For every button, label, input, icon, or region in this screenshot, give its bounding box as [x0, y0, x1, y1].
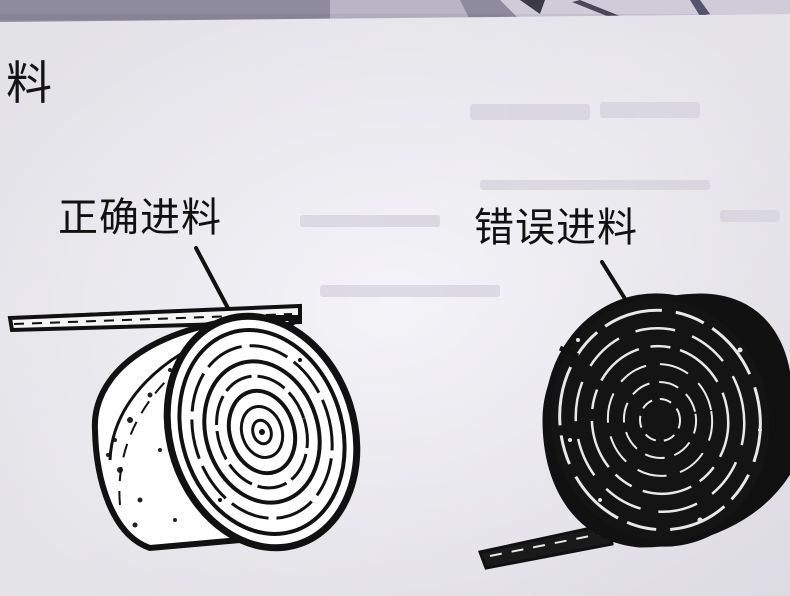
show-through-text [300, 102, 780, 297]
heading-partial-char: 料 [6, 56, 52, 110]
correct-feed-roll-icon [7, 246, 361, 552]
wrong-feed-roll-icon [477, 260, 790, 570]
correct-feed-label: 正确进料 [58, 195, 222, 241]
wrong-feed-label: 错误进料 [474, 205, 638, 251]
